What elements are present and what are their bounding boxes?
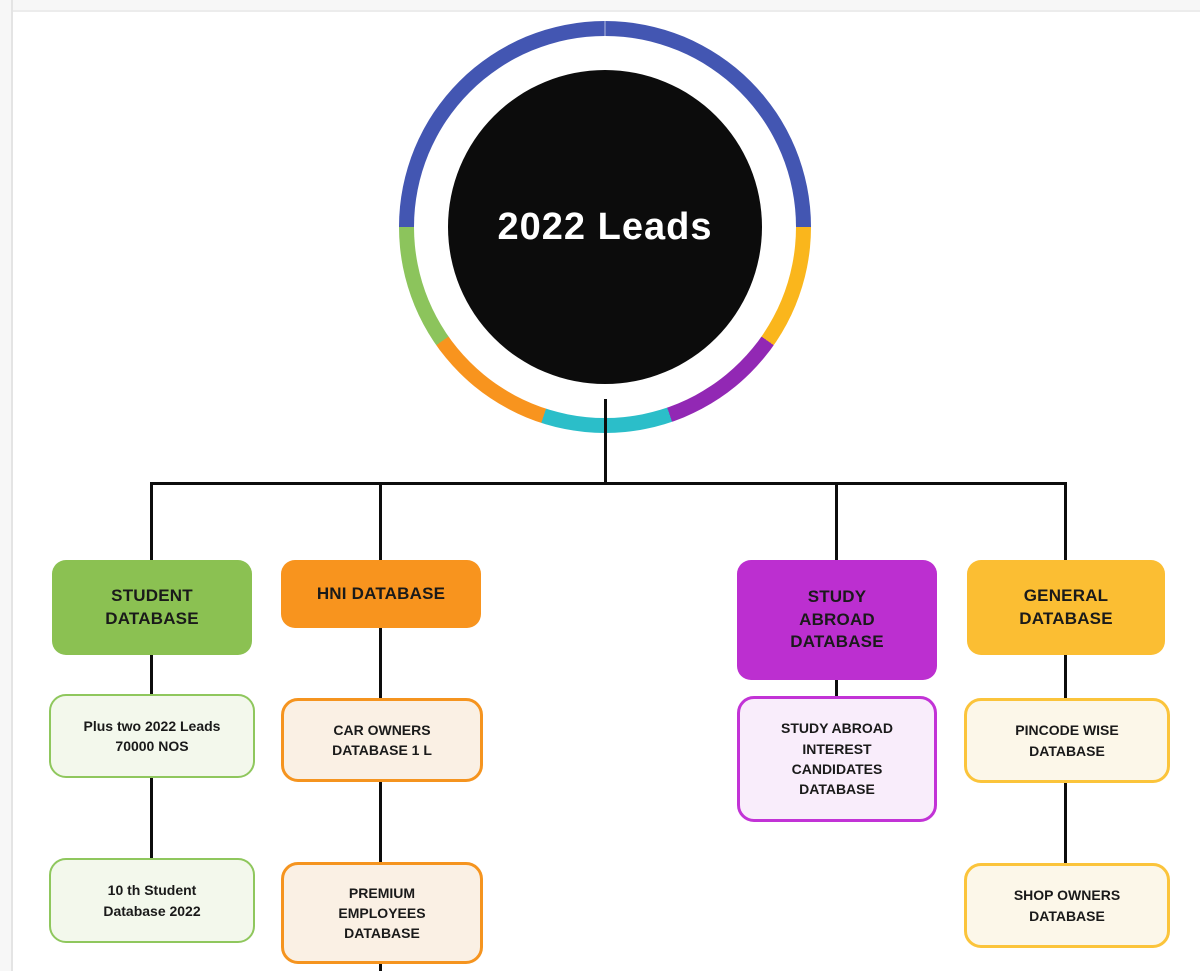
connector-drop-abroad	[835, 482, 838, 560]
connector-hni-3	[379, 962, 382, 971]
node-label: 10 th Student Database 2022	[103, 882, 201, 919]
node-label: PINCODE WISE DATABASE	[1015, 722, 1119, 759]
root-node-label: 2022 Leads	[497, 205, 713, 248]
node-plus-two-2022-leads[interactable]: Plus two 2022 Leads 70000 NOS	[49, 694, 255, 778]
connector-student-2	[150, 777, 153, 859]
node-label: STUDENT DATABASE	[105, 585, 199, 628]
node-study-abroad-interest-candidates[interactable]: STUDY ABROAD INTEREST CANDIDATES DATABAS…	[737, 696, 937, 822]
node-label: CAR OWNERS DATABASE 1 L	[332, 721, 432, 758]
node-student-database[interactable]: STUDENT DATABASE	[52, 560, 252, 655]
node-general-database[interactable]: GENERAL DATABASE	[967, 560, 1165, 655]
node-label: STUDY ABROAD DATABASE	[790, 586, 884, 652]
connector-student-1	[150, 655, 153, 696]
canvas-edge-left	[0, 0, 13, 971]
node-pincode-wise-database[interactable]: PINCODE WISE DATABASE	[964, 698, 1170, 783]
connector-drop-student	[150, 482, 153, 560]
canvas-edge-top	[0, 0, 1200, 12]
node-10th-student-database[interactable]: 10 th Student Database 2022	[49, 858, 255, 943]
connector-drop-general	[1064, 482, 1067, 560]
root-node[interactable]: 2022 Leads	[448, 70, 762, 384]
node-study-abroad-database[interactable]: STUDY ABROAD DATABASE	[737, 560, 937, 680]
connector-general-1	[1064, 655, 1067, 699]
connector-abroad-1	[835, 680, 838, 698]
node-label: HNI DATABASE	[316, 583, 446, 603]
connector-hni-1	[379, 628, 382, 700]
connector-general-2	[1064, 782, 1067, 864]
node-label: Plus two 2022 Leads 70000 NOS	[83, 717, 221, 754]
connector-main-horizontal	[150, 482, 1067, 485]
root-node-ring: 2022 Leads	[399, 21, 811, 433]
connector-hni-2	[379, 780, 382, 863]
node-shop-owners-database[interactable]: SHOP OWNERS DATABASE	[964, 863, 1170, 948]
node-label: GENERAL DATABASE	[1019, 585, 1113, 628]
node-car-owners-database[interactable]: CAR OWNERS DATABASE 1 L	[281, 698, 483, 782]
node-label: PREMIUM EMPLOYEES DATABASE	[338, 884, 426, 942]
node-label: SHOP OWNERS DATABASE	[1013, 887, 1121, 924]
root-node-ring-gap: 2022 Leads	[414, 36, 796, 418]
node-hni-database[interactable]: HNI DATABASE	[281, 560, 481, 628]
node-label: STUDY ABROAD INTEREST CANDIDATES DATABAS…	[780, 720, 893, 798]
ring-top-notch	[604, 21, 606, 53]
node-premium-employees-database[interactable]: PREMIUM EMPLOYEES DATABASE	[281, 862, 483, 964]
connector-drop-hni	[379, 482, 382, 560]
connector-root-stem	[604, 399, 607, 484]
